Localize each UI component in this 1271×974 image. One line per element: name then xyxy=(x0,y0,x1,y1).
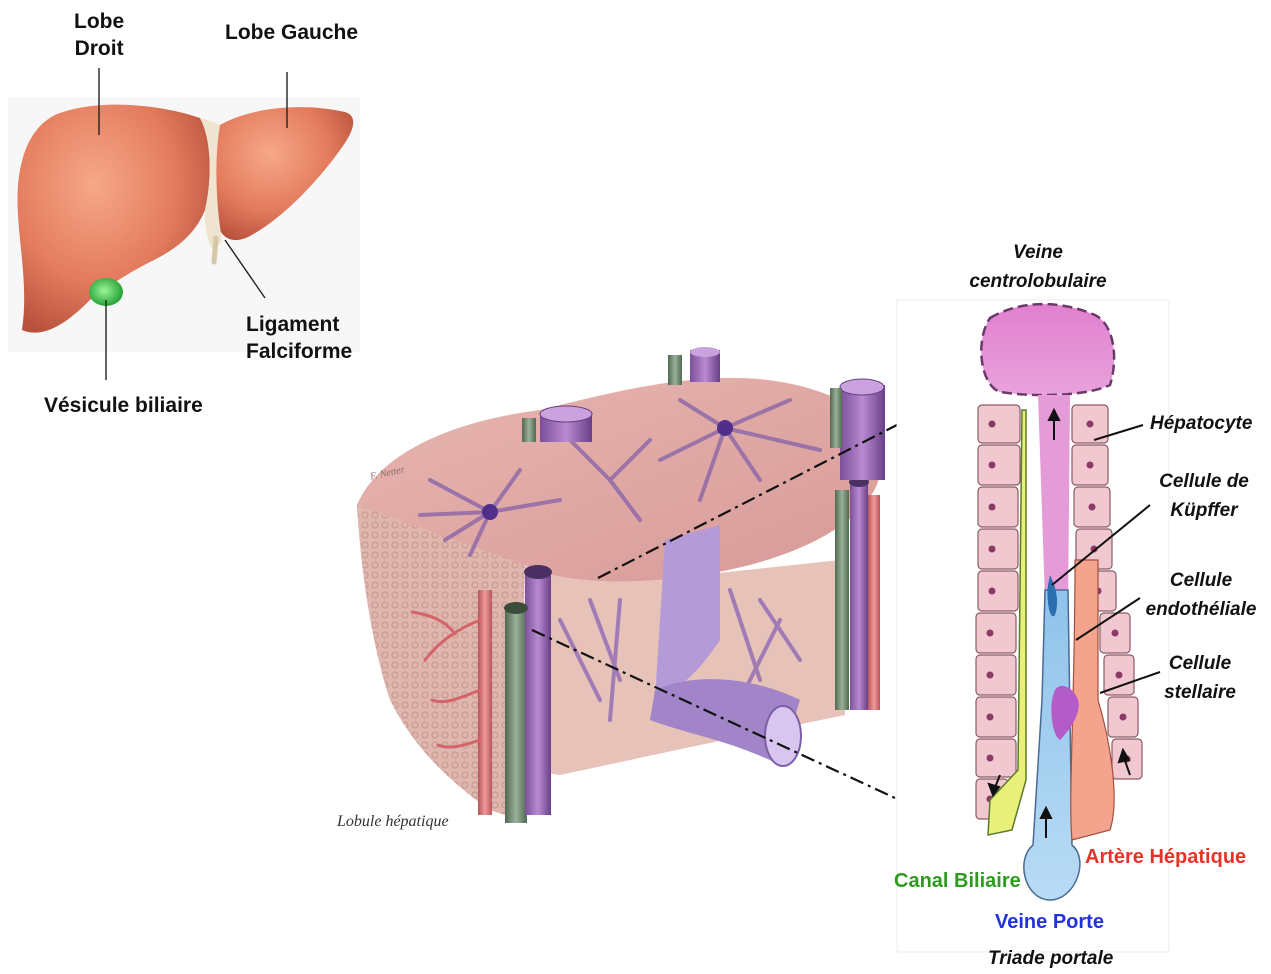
label-veine-porte: Veine Porte xyxy=(995,911,1104,934)
label-vesicule-biliaire: Vésicule biliaire xyxy=(44,392,203,419)
label-cellule-endotheliale: Cellule endothéliale xyxy=(1144,566,1258,624)
liver-illustration xyxy=(17,105,353,333)
label-ligament-falciforme: Ligament Falciforme xyxy=(246,311,352,365)
label-lobule-hepatique: Lobule hépatique xyxy=(337,813,449,831)
label-artere-hepatique: Artère Hépatique xyxy=(1085,846,1246,869)
label-lobe-droit: Lobe Droit xyxy=(74,8,124,62)
label-cellule-stellaire: Cellule stellaire xyxy=(1150,649,1250,707)
lobule-illustration xyxy=(357,347,885,823)
label-canal-biliaire: Canal Biliaire xyxy=(894,870,1021,893)
label-triade-portale: Triade portale xyxy=(988,944,1113,973)
label-hepatocyte: Hépatocyte xyxy=(1150,409,1252,438)
label-veine-centrolobulaire: Veine centrolobulaire xyxy=(963,238,1113,296)
label-cellule-kupffer: Cellule de Küpffer xyxy=(1150,467,1258,525)
label-lobe-gauche: Lobe Gauche xyxy=(225,19,358,46)
